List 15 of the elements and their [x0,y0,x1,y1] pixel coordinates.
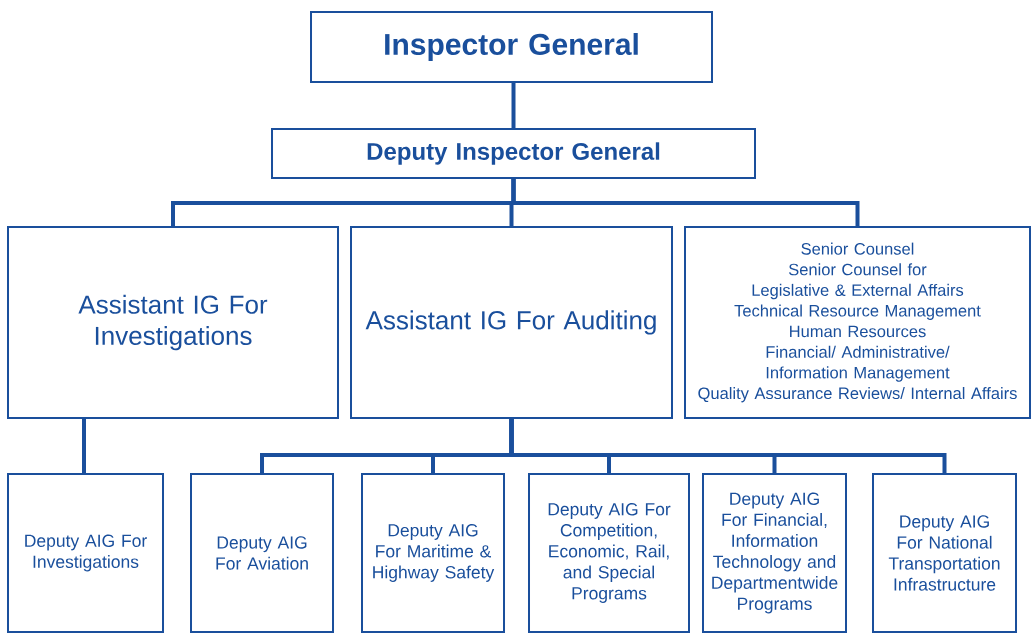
connector-line [82,419,86,473]
position-box: Deputy Inspector General [271,128,756,179]
title-box: Inspector General [310,11,713,83]
connector-line [511,179,860,226]
position-box: Deputy AIG For National Transportation Infrastructure [872,473,1017,633]
staff-offices-box: Senior Counsel Senior Counsel for Legislative & External Affairs Technical Resource Management Human Resources Financial/ Administrative/ Information Management Quality Assurance Reviews/ Internal Affairs [684,226,1031,419]
connector-line [511,83,516,128]
position-box: Deputy AIG For Competition, Economic, Rail, and Special Programs [528,473,690,633]
position-box: Deputy AIG For Aviation [190,473,334,633]
position-box: Assistant IG For Auditing [350,226,673,419]
position-box: Deputy AIG For Maritime & Highway Safety [361,473,505,633]
position-box: Assistant IG For Investigations [7,226,339,419]
position-box: Deputy AIG For Investigations [7,473,164,633]
connector-line [509,419,947,473]
position-box: Deputy AIG For Financial, Information Technology and Departmentwide Programs [702,473,847,633]
